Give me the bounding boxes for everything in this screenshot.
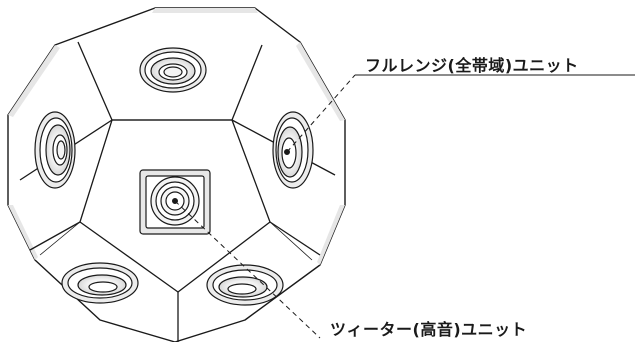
full-range-speaker-left <box>34 111 76 189</box>
callout-lines <box>174 74 635 339</box>
tweeter-unit-center <box>139 169 211 235</box>
full-range-speaker-right <box>272 111 314 189</box>
full-range-unit-label: フルレンジ(全帯域)ユニット <box>365 56 579 75</box>
rim-shading <box>8 8 345 265</box>
full-range-speaker-bottom-right <box>206 264 284 306</box>
full-range-speaker-bottom-left <box>61 262 139 304</box>
full-range-speaker-top <box>139 47 207 93</box>
tweeter-unit-label: ツィーター(高音)ユニット <box>330 320 528 339</box>
